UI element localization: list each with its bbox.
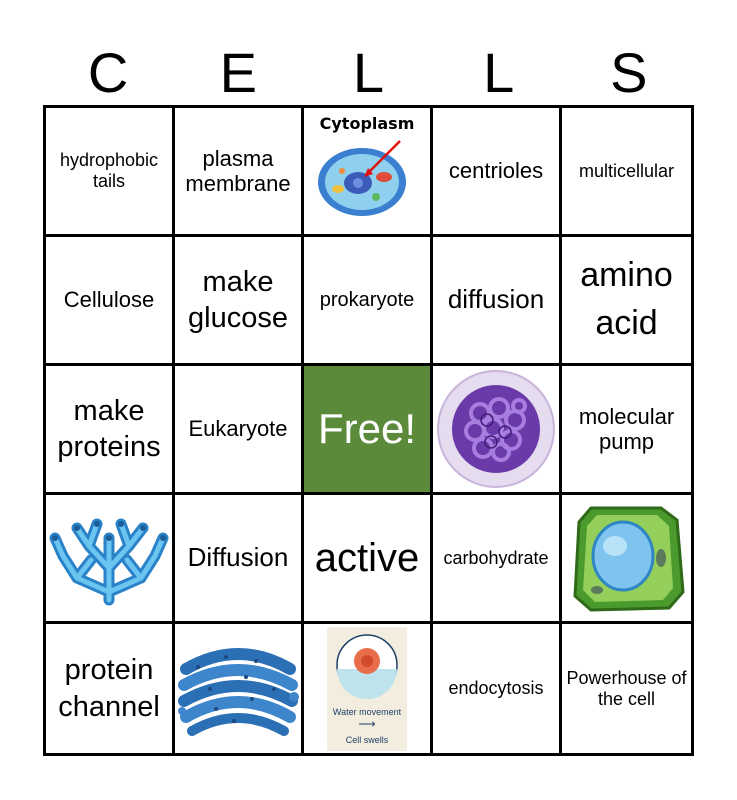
cell-text: molecular pump <box>578 403 675 454</box>
cell-r4c3[interactable]: active <box>304 495 433 624</box>
cell-text: centrioles <box>448 158 544 184</box>
cell-swells-label: Cell swells <box>345 734 389 745</box>
endoplasmic-reticulum-icon <box>49 518 169 606</box>
cell-text: make glucose <box>188 265 288 334</box>
water-movement-label: Water movement <box>332 706 402 717</box>
title-letter-4: L <box>483 41 515 104</box>
cell-r5c2[interactable] <box>175 624 304 753</box>
cell-r1c3[interactable]: Cytoplasm <box>304 108 433 237</box>
cell-r1c2[interactable]: plasma membrane <box>175 108 304 237</box>
cell-text: Cellulose <box>63 287 155 313</box>
cell-text: hydrophobic tails <box>59 150 159 191</box>
chromatin-nucleus-icon <box>437 370 555 488</box>
cell-r3c5[interactable]: molecular pump <box>562 366 691 495</box>
cell-r3c4[interactable] <box>433 366 562 495</box>
cell-r4c5[interactable] <box>562 495 691 624</box>
title-letter-3: L <box>352 41 385 104</box>
golgi-apparatus-icon <box>178 647 299 736</box>
cell-text: prokaryote <box>319 288 415 311</box>
free-space-text: Free! <box>317 404 417 452</box>
bingo-title: C E L L S <box>43 40 694 106</box>
cell-text: protein channel <box>58 654 160 723</box>
cell-text: amino acid <box>580 256 673 342</box>
cell-r5c3[interactable]: Water movement ⟶ Cell swells <box>304 624 433 753</box>
cell-text: active <box>314 536 420 580</box>
cell-r3c2[interactable]: Eukaryote <box>175 366 304 495</box>
cell-text: Eukaryote <box>188 416 288 442</box>
animal-cell-icon <box>318 140 406 216</box>
cell-r5c1[interactable]: protein channel <box>46 624 175 753</box>
arrow-right-icon: ⟶ <box>358 716 376 731</box>
cell-r4c2[interactable]: Diffusion <box>175 495 304 624</box>
cell-r1c4[interactable]: centrioles <box>433 108 562 237</box>
cell-text: plasma membrane <box>185 145 291 196</box>
cell-text: make proteins <box>57 394 161 463</box>
cell-r3c1[interactable]: make proteins <box>46 366 175 495</box>
bingo-board: hydrophobic tails plasma membrane Cytopl… <box>43 105 694 756</box>
cell-r5c5[interactable]: Powerhouse of the cell <box>562 624 691 753</box>
cytoplasm-label: Cytoplasm <box>319 114 415 133</box>
plant-cell-icon <box>572 506 685 612</box>
cell-text: Diffusion <box>187 542 289 573</box>
cell-text: diffusion <box>447 284 545 315</box>
title-letter-5: S <box>610 41 648 104</box>
cell-r1c1[interactable]: hydrophobic tails <box>46 108 175 237</box>
cell-text: endocytosis <box>448 678 544 699</box>
cell-text: carbohydrate <box>443 547 549 568</box>
cell-r4c1[interactable] <box>46 495 175 624</box>
cell-r5c4[interactable]: endocytosis <box>433 624 562 753</box>
cell-r2c4[interactable]: diffusion <box>433 237 562 366</box>
cell-r2c3[interactable]: prokaryote <box>304 237 433 366</box>
cell-r3c3-free[interactable]: Free! <box>304 366 433 495</box>
cell-text: Powerhouse of the cell <box>566 667 687 709</box>
cell-r2c2[interactable]: make glucose <box>175 237 304 366</box>
title-letter-1: C <box>87 41 129 104</box>
cell-r2c5[interactable]: amino acid <box>562 237 691 366</box>
title-letter-2: E <box>219 41 257 104</box>
cell-r4c4[interactable]: carbohydrate <box>433 495 562 624</box>
cell-r1c5[interactable]: multicellular <box>562 108 691 237</box>
cell-r2c1[interactable]: Cellulose <box>46 237 175 366</box>
cell-text: multicellular <box>578 160 675 181</box>
osmosis-cell-icon: Water movement ⟶ Cell swells <box>327 626 407 751</box>
